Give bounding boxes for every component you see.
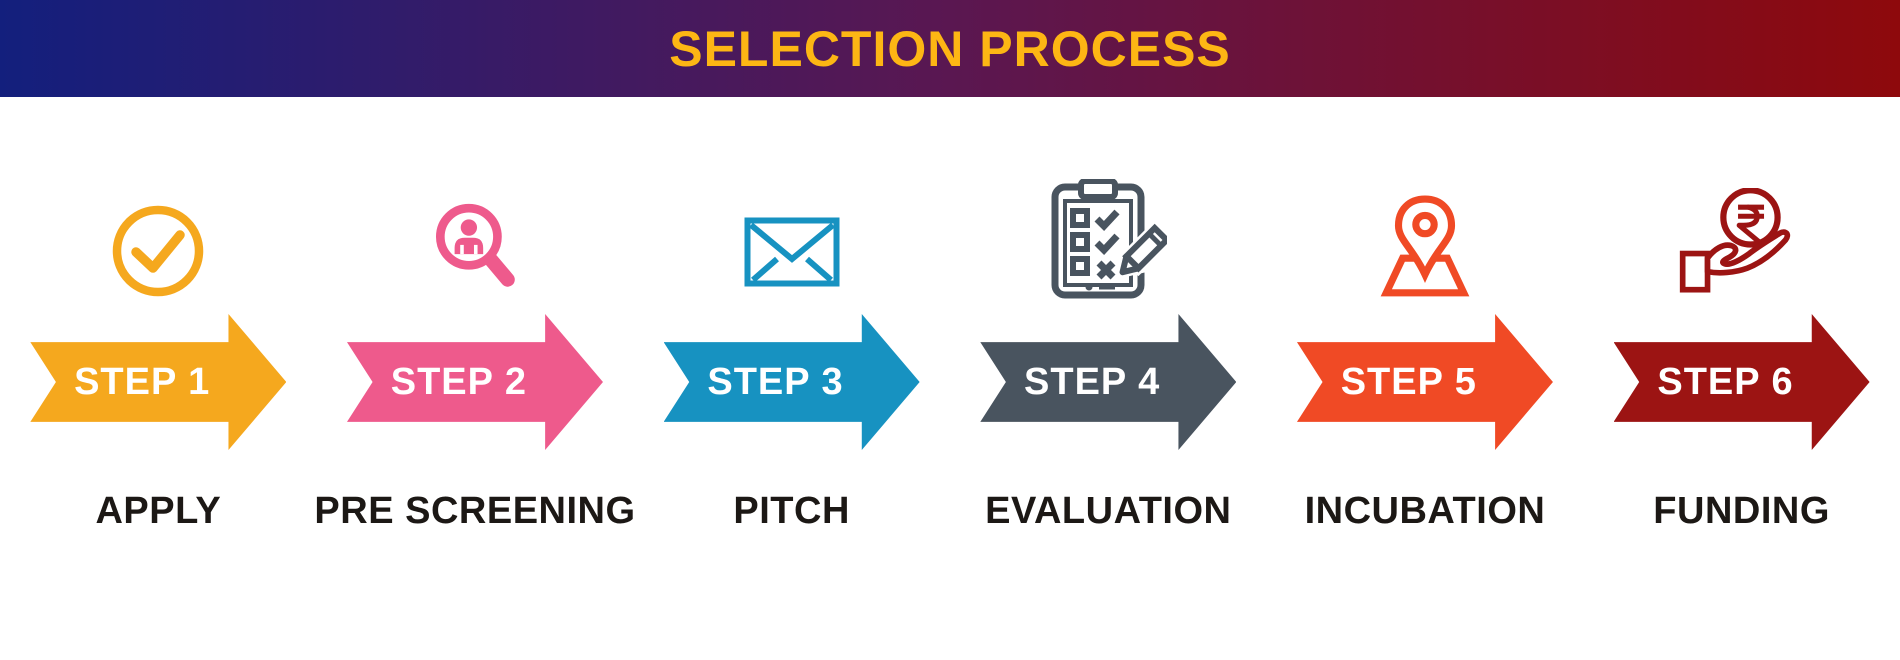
step-3-arrow-label: STEP 3 <box>707 360 844 403</box>
step-5-arrow-label: STEP 5 <box>1340 360 1477 403</box>
step-6-name: FUNDING <box>1653 490 1830 532</box>
step-4-evaluation: STEP 4 EVALUATION <box>950 97 1267 533</box>
step-3-name: PITCH <box>733 490 850 532</box>
mail-icon <box>744 217 840 287</box>
clipboard-checklist-icon <box>1051 179 1168 299</box>
step-2-name: PRE SCREENING <box>314 490 636 532</box>
step-2-arrow: STEP 2 <box>346 314 603 450</box>
header-banner: SELECTION PROCESS <box>0 0 1900 97</box>
step-2-icon-box <box>424 141 526 301</box>
step-1-name: APPLY <box>95 490 222 532</box>
step-5-arrow: STEP 5 <box>1296 314 1553 450</box>
search-person-icon <box>435 203 515 287</box>
step-6-arrow-label: STEP 6 <box>1657 360 1794 403</box>
step-1-arrow-label: STEP 1 <box>74 360 211 403</box>
step-3-pitch: STEP 3 PITCH <box>633 97 950 533</box>
step-5-incubation: STEP 5 INCUBATION <box>1267 97 1584 533</box>
step-2-arrow-label: STEP 2 <box>390 360 527 403</box>
step-3-arrow: STEP 3 <box>663 314 920 450</box>
rupee-hand-icon <box>1679 188 1790 293</box>
page-title: SELECTION PROCESS <box>669 20 1231 77</box>
steps-row: STEP 1 APPLY STEP 2 PRE SCREENING <box>0 97 1900 533</box>
step-5-icon-box <box>1372 141 1478 301</box>
step-4-name: EVALUATION <box>985 490 1232 532</box>
step-6-icon-box <box>1678 141 1806 301</box>
step-5-name: INCUBATION <box>1304 490 1546 532</box>
step-1-apply: STEP 1 APPLY <box>0 97 317 533</box>
step-6-arrow: STEP 6 <box>1613 314 1870 450</box>
step-1-icon-box <box>108 141 208 301</box>
step-3-icon-box <box>744 141 840 301</box>
map-pin-icon <box>1380 195 1470 297</box>
step-6-funding: STEP 6 FUNDING <box>1583 97 1900 533</box>
step-4-arrow: STEP 4 <box>980 314 1237 450</box>
step-2-pre-screening: STEP 2 PRE SCREENING <box>314 97 636 533</box>
step-1-arrow: STEP 1 <box>30 314 287 450</box>
check-circle-icon <box>113 205 204 297</box>
step-4-arrow-label: STEP 4 <box>1024 360 1161 403</box>
step-4-icon-box <box>1049 141 1168 301</box>
